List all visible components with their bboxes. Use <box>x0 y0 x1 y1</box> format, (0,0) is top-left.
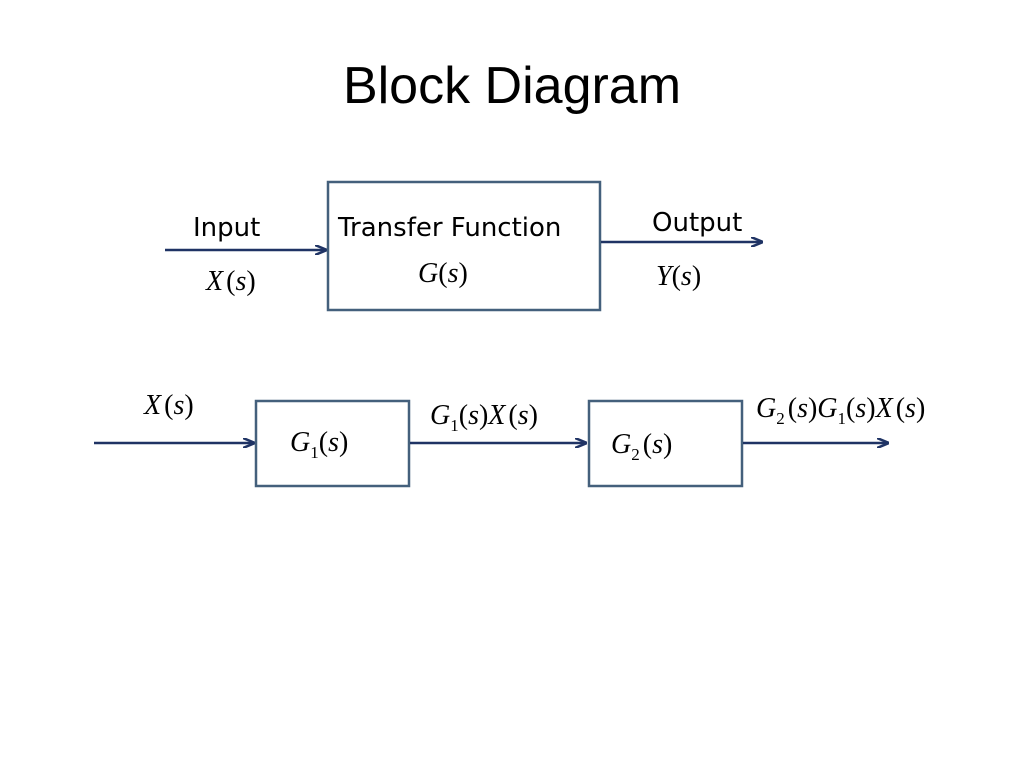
g2-block <box>587 399 744 488</box>
g1-of-s: G1(s) <box>290 427 348 462</box>
input-label: Input <box>193 213 260 243</box>
transfer-function-label: Transfer Function <box>337 213 561 243</box>
g2-of-s: G2(s) <box>611 429 672 464</box>
input-signal-x-of-s: X(s) <box>205 266 256 297</box>
transfer-function-g-of-s: G(s) <box>418 258 468 289</box>
cascade-input-x-of-s: X(s) <box>143 390 194 421</box>
intermediate-g1-x-of-s: G1(s)X(s) <box>430 400 538 435</box>
output-signal-y-of-s: Y(s) <box>656 261 701 292</box>
slide-title: Block Diagram <box>342 57 682 115</box>
transfer-function-block <box>326 180 602 312</box>
g1-block <box>254 399 411 488</box>
cascade-output-g2-g1-x-of-s: G2(s)G1(s)X(s) <box>756 393 925 428</box>
output-label: Output <box>652 208 742 238</box>
